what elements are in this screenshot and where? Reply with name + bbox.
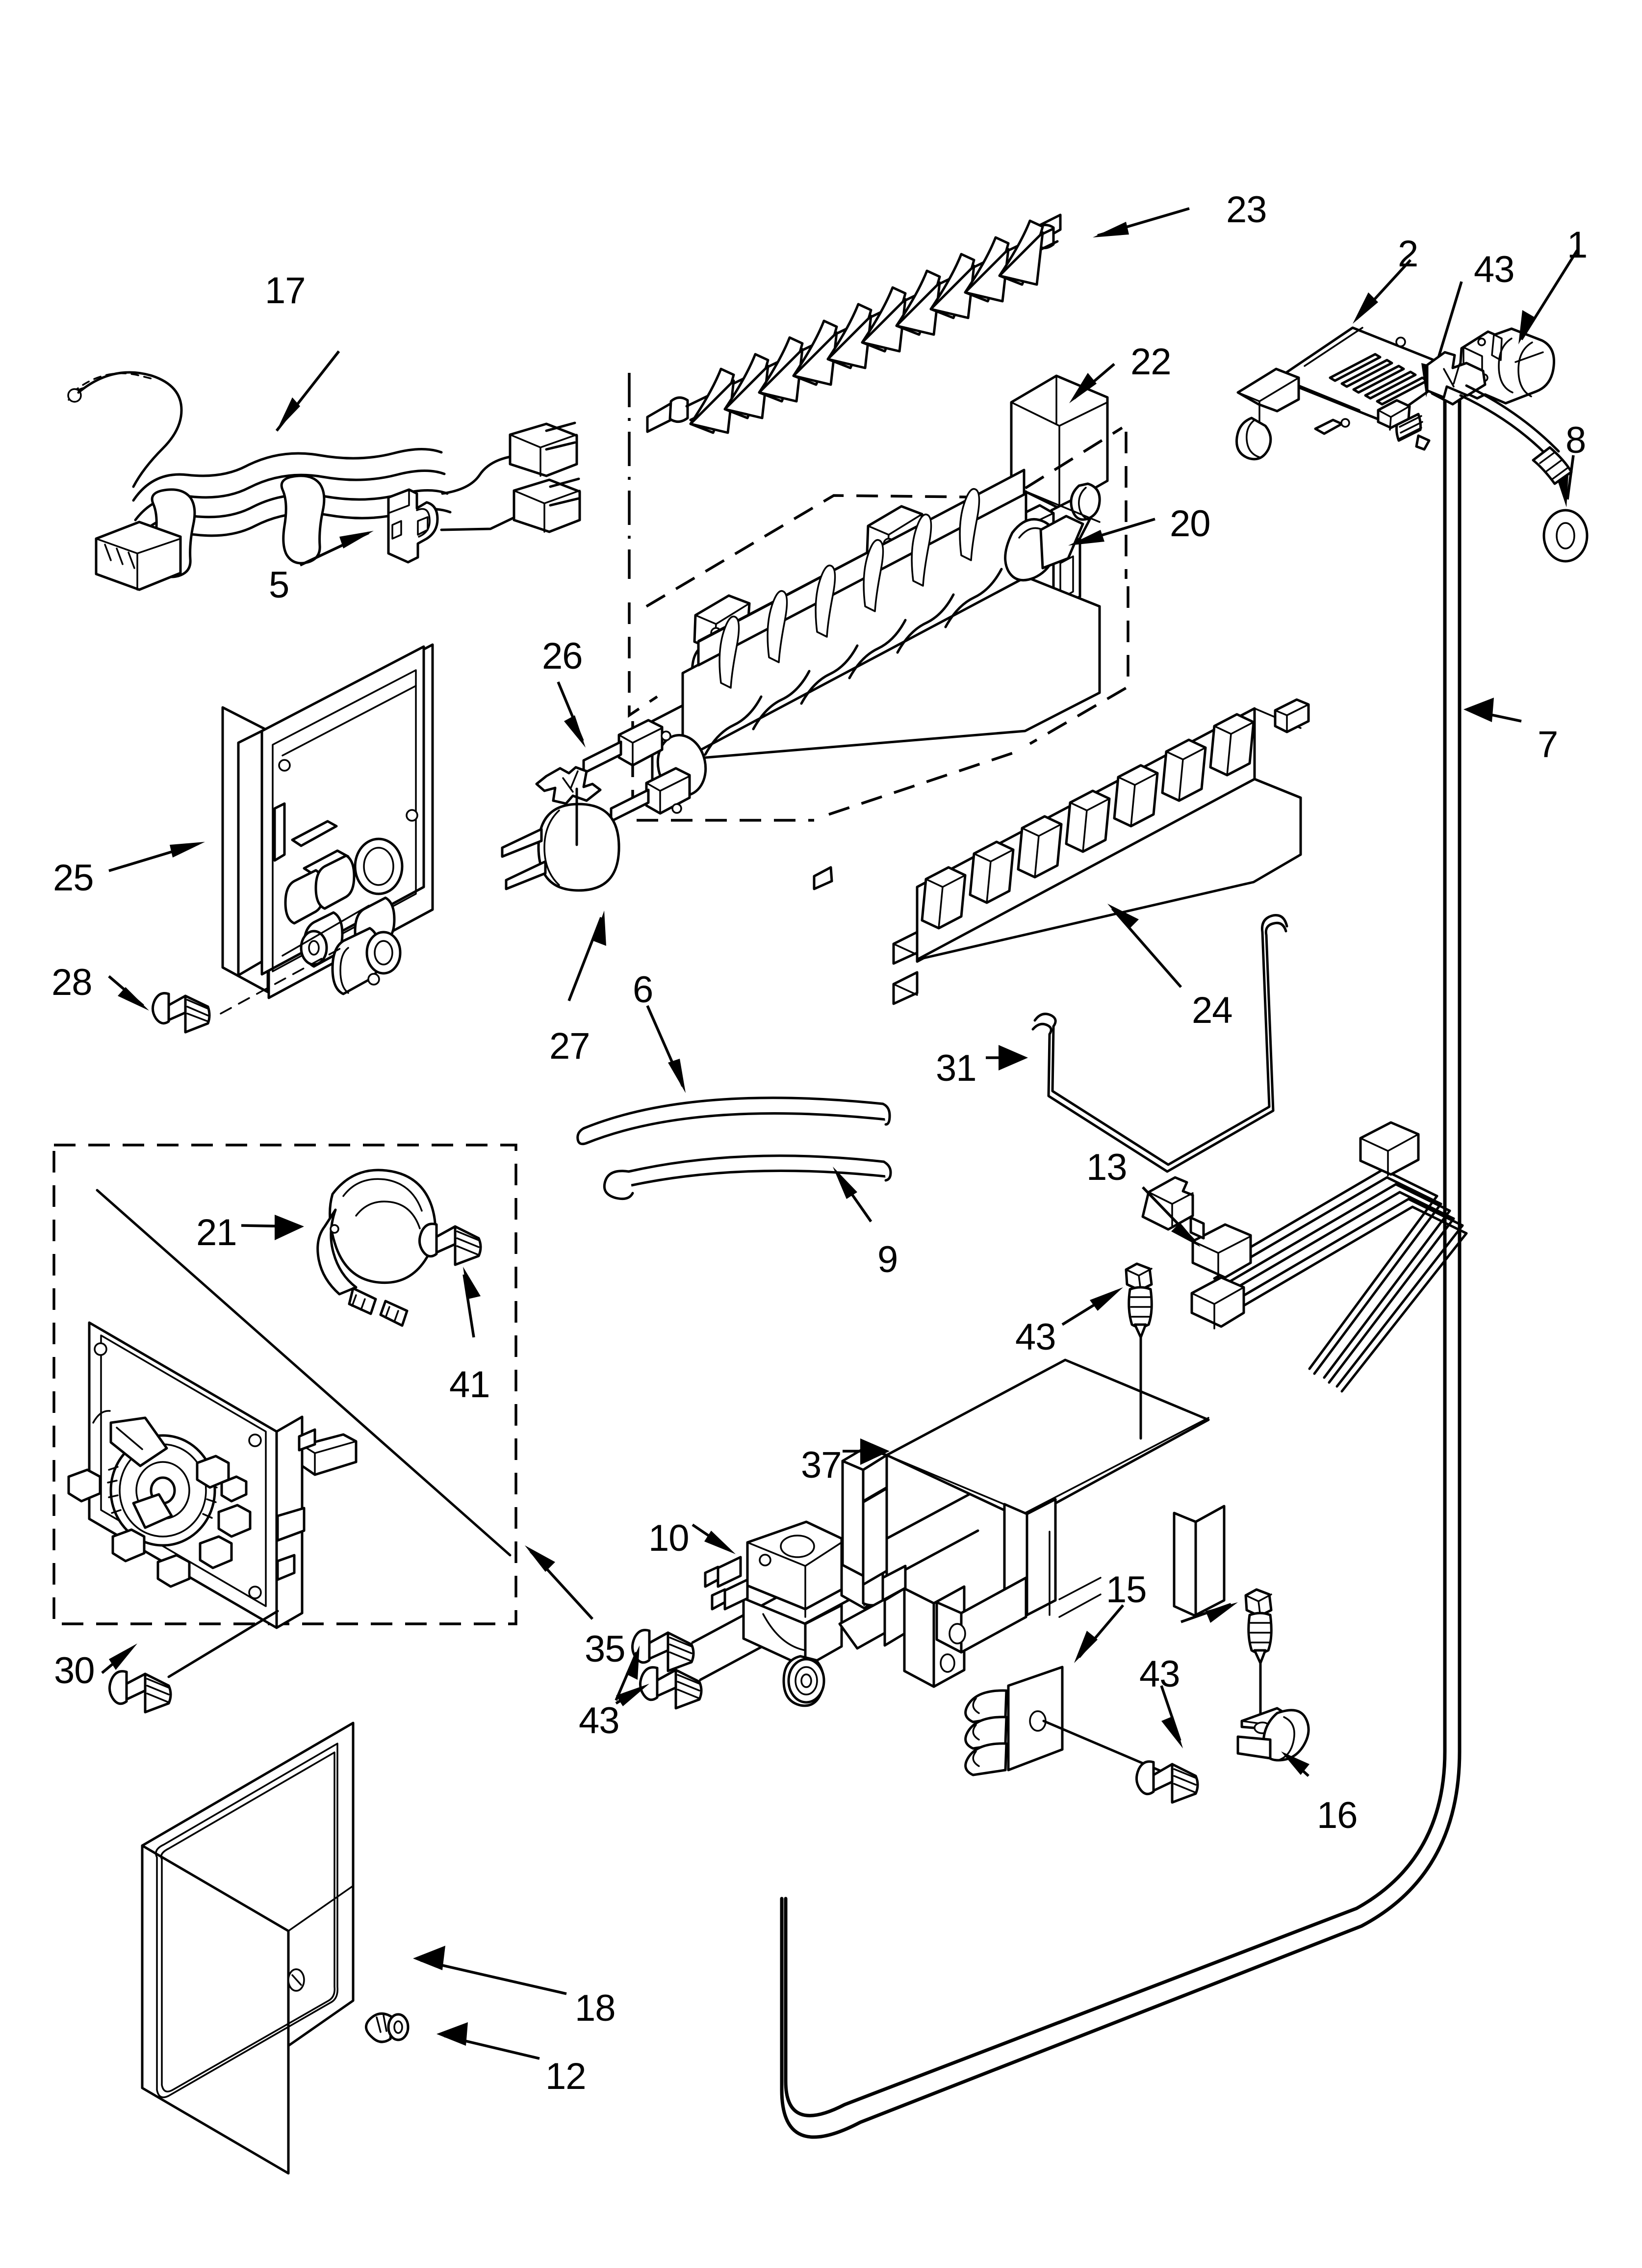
callout-13: 13 (1086, 1147, 1128, 1188)
part-8-washer (1542, 455, 1589, 563)
callout-8: 8 (1565, 419, 1586, 461)
part-16-line-clamp (1236, 1707, 1310, 1777)
part-5-tubing-clip (299, 488, 439, 567)
callout-21: 21 (196, 1212, 237, 1253)
callout-35: 35 (585, 1628, 626, 1670)
part-10-water-inlet-valve (692, 1520, 966, 1707)
callout-17: 17 (265, 270, 306, 312)
part-31-bail-arm (986, 913, 1288, 1173)
part-37-water-valve-shield (841, 1358, 1226, 1654)
part-35-assembly-lead (525, 1545, 594, 1620)
dashed-outline-motor-module (52, 1144, 517, 1625)
callout-31: 31 (936, 1047, 977, 1089)
callout-6: 6 (633, 969, 653, 1011)
callout-24: 24 (1192, 990, 1233, 1031)
callout-43-clamp: 43 (1139, 1653, 1180, 1695)
part-9-water-fill-tube-2 (603, 1154, 892, 1223)
callout-18: 18 (575, 1987, 616, 2029)
part-15-tubing-clamp (964, 1604, 1172, 1776)
callout-16: 16 (1317, 1795, 1358, 1836)
callout-26: 26 (542, 635, 583, 677)
callout-43-valve: 43 (579, 1700, 620, 1742)
callout-12: 12 (545, 2056, 587, 2097)
callout-28: 28 (51, 962, 93, 1003)
callout-22: 22 (1130, 341, 1172, 383)
part-43-screw-line (1180, 1588, 1273, 1726)
callout-7: 7 (1538, 724, 1558, 765)
callout-43-shield: 43 (1015, 1316, 1056, 1358)
part-41-screw (418, 1223, 482, 1338)
part-24-ice-stripper (813, 698, 1310, 1005)
part-25-module-housing (108, 643, 434, 1015)
gear-module-assembly (67, 1321, 358, 1629)
callout-9: 9 (877, 1239, 898, 1280)
callout-27: 27 (549, 1025, 590, 1067)
part-13-wiring-harness (1141, 1121, 1468, 1393)
water-line-top-fitting (1426, 351, 1573, 485)
callout-1: 1 (1567, 224, 1588, 266)
callout-2: 2 (1398, 233, 1418, 275)
part-30-screw (101, 1610, 279, 1714)
part-18-access-cover (141, 1721, 567, 2175)
part-23-ejector-blade (646, 207, 1190, 434)
part-20-ice-mold-body (582, 469, 1155, 823)
part-7-water-supply-line (780, 393, 1522, 2139)
callout-43-top: 43 (1474, 249, 1515, 290)
callout-15: 15 (1106, 1569, 1147, 1611)
callout-30: 30 (54, 1650, 95, 1692)
part-28-screw (108, 975, 211, 1034)
part-2-mounting-bracket (1235, 259, 1460, 461)
callout-23: 23 (1226, 189, 1267, 231)
part-43-screw-clamp (1135, 1685, 1199, 1804)
dashed-outline-ice-mold (628, 373, 1129, 822)
callout-37: 37 (801, 1444, 842, 1486)
callout-10: 10 (648, 1517, 690, 1559)
callout-5: 5 (269, 564, 289, 606)
part-17-wire-harness (67, 350, 581, 591)
part-21-drive-motor (241, 1169, 436, 1327)
part-27-module-motor (501, 787, 620, 1001)
callout-41: 41 (449, 1364, 490, 1406)
part-6-water-fill-tube (576, 1005, 891, 1146)
part-26-thermostat-clip (535, 681, 602, 805)
part-12-cover-plug (365, 2012, 540, 2060)
part-43-screw-shield (1061, 1262, 1153, 1440)
callout-20: 20 (1170, 503, 1211, 545)
callout-25: 25 (53, 857, 94, 899)
